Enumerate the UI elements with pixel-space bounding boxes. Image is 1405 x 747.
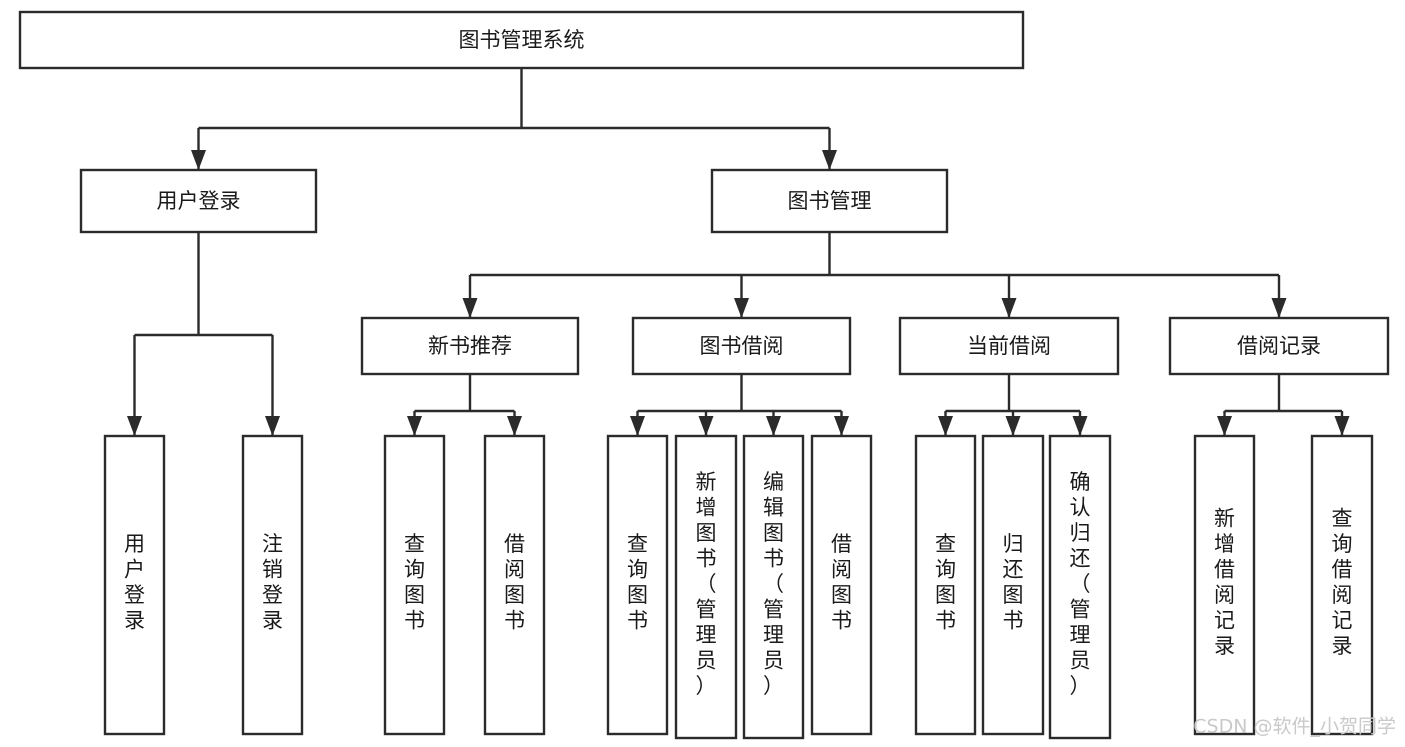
node-leaf-add-borrow-record[interactable]: 新增借阅记录 [1193, 434, 1256, 736]
node-box-user-login[interactable] [79, 168, 318, 234]
node-label-leaf-logout: 注销登录 [262, 532, 283, 633]
node-leaf-return-book[interactable]: 归还图书 [981, 434, 1045, 736]
current-borrow-arrow-0 [938, 416, 953, 436]
node-new-book-recommend[interactable]: 新书推荐 [360, 316, 580, 376]
book-borrow-arrow-2 [766, 416, 781, 436]
userlogin-arrow-0 [127, 416, 142, 436]
node-label-leaf-add-borrow-record: 新增借阅记录 [1214, 506, 1235, 658]
node-borrow-records[interactable]: 借阅记录 [1168, 316, 1390, 376]
node-box-leaf-query-book-2[interactable] [606, 434, 669, 736]
csdn-watermark: CSDN @软件_小贺同学 [1193, 716, 1396, 738]
book-borrow-arrow-0 [630, 416, 645, 436]
node-current-borrow[interactable]: 当前借阅 [898, 316, 1120, 376]
node-label-root: 图书管理系统 [459, 28, 585, 52]
bookmgmt-arrow-2 [1001, 298, 1017, 318]
node-box-borrow-records[interactable] [1168, 316, 1390, 376]
node-leaf-confirm-return-admin[interactable]: 确认归还（管理员） [1048, 434, 1112, 740]
node-leaf-edit-book-admin[interactable]: 编辑图书（管理员） [742, 434, 805, 740]
node-box-leaf-logout[interactable] [241, 434, 304, 736]
node-label-user-login: 用户登录 [157, 189, 241, 213]
node-label-new-book-recommend: 新书推荐 [428, 334, 512, 358]
node-leaf-query-borrow-record[interactable]: 查询借阅记录 [1310, 434, 1374, 736]
node-box-leaf-query-book-3[interactable] [914, 434, 977, 736]
current-borrow-arrow-1 [1005, 416, 1021, 436]
node-leaf-query-book-2[interactable]: 查询图书 [606, 434, 669, 736]
node-label-leaf-query-book-3: 查询图书 [935, 532, 956, 633]
node-label-leaf-borrow-book-2: 借阅图书 [831, 532, 852, 633]
root-arrow-1 [822, 150, 837, 170]
node-box-leaf-borrow-book-1[interactable] [483, 434, 546, 736]
node-leaf-logout[interactable]: 注销登录 [241, 434, 304, 736]
node-box-leaf-query-book-1[interactable] [383, 434, 446, 736]
node-box-leaf-confirm-return-admin[interactable] [1048, 434, 1112, 740]
node-label-leaf-add-book-admin: 新增图书（管理员） [696, 470, 717, 698]
node-leaf-query-book-1[interactable]: 查询图书 [383, 434, 446, 736]
node-box-current-borrow[interactable] [898, 316, 1120, 376]
node-box-root[interactable] [18, 10, 1025, 70]
node-box-leaf-add-borrow-record[interactable] [1193, 434, 1256, 736]
node-user-login[interactable]: 用户登录 [79, 168, 318, 234]
node-leaf-borrow-book-2[interactable]: 借阅图书 [810, 434, 873, 736]
node-box-leaf-edit-book-admin[interactable] [742, 434, 805, 740]
node-box-leaf-query-borrow-record[interactable] [1310, 434, 1374, 736]
current-borrow-arrow-2 [1072, 416, 1088, 436]
new-book-recommend-arrow-1 [507, 416, 522, 436]
node-label-leaf-user-login: 用户登录 [124, 532, 145, 633]
node-leaf-user-login[interactable]: 用户登录 [103, 434, 166, 736]
node-label-leaf-return-book: 归还图书 [1003, 532, 1024, 633]
node-label-leaf-edit-book-admin: 编辑图书（管理员） [763, 470, 784, 698]
connector-layer [127, 68, 1350, 436]
node-label-leaf-query-book-2: 查询图书 [627, 532, 648, 633]
bookmgmt-arrow-1 [734, 298, 749, 318]
borrow-records-arrow-1 [1334, 416, 1350, 436]
node-label-book-borrow: 图书借阅 [700, 334, 784, 358]
node-label-current-borrow: 当前借阅 [967, 334, 1051, 358]
node-box-leaf-return-book[interactable] [981, 434, 1045, 736]
node-box-book-borrow[interactable] [631, 316, 852, 376]
node-label-leaf-query-borrow-record: 查询借阅记录 [1332, 506, 1353, 658]
node-label-leaf-query-book-1: 查询图书 [404, 532, 425, 633]
userlogin-arrow-1 [265, 416, 280, 436]
node-label-book-management: 图书管理 [788, 189, 872, 213]
node-box-leaf-user-login[interactable] [103, 434, 166, 736]
node-book-borrow[interactable]: 图书借阅 [631, 316, 852, 376]
node-leaf-query-book-3[interactable]: 查询图书 [914, 434, 977, 736]
bookmgmt-arrow-0 [462, 298, 478, 318]
borrow-records-arrow-0 [1217, 416, 1232, 436]
new-book-recommend-arrow-0 [407, 416, 422, 436]
book-borrow-arrow-3 [834, 416, 849, 436]
node-box-leaf-borrow-book-2[interactable] [810, 434, 873, 736]
node-box-new-book-recommend[interactable] [360, 316, 580, 376]
node-layer: 图书管理系统用户登录图书管理新书推荐图书借阅当前借阅借阅记录用户登录注销登录查询… [18, 10, 1390, 740]
node-leaf-borrow-book-1[interactable]: 借阅图书 [483, 434, 546, 736]
node-leaf-add-book-admin[interactable]: 新增图书（管理员） [674, 434, 738, 740]
node-box-book-management[interactable] [710, 168, 949, 234]
node-label-leaf-borrow-book-1: 借阅图书 [504, 532, 525, 633]
bookmgmt-arrow-3 [1271, 298, 1287, 318]
node-book-management[interactable]: 图书管理 [710, 168, 949, 234]
root-arrow-0 [191, 150, 206, 170]
node-root[interactable]: 图书管理系统 [18, 10, 1025, 70]
book-borrow-arrow-1 [698, 416, 714, 436]
node-label-borrow-records: 借阅记录 [1237, 334, 1321, 358]
node-box-leaf-add-book-admin[interactable] [674, 434, 738, 740]
node-label-leaf-confirm-return-admin: 确认归还（管理员） [1070, 470, 1091, 698]
